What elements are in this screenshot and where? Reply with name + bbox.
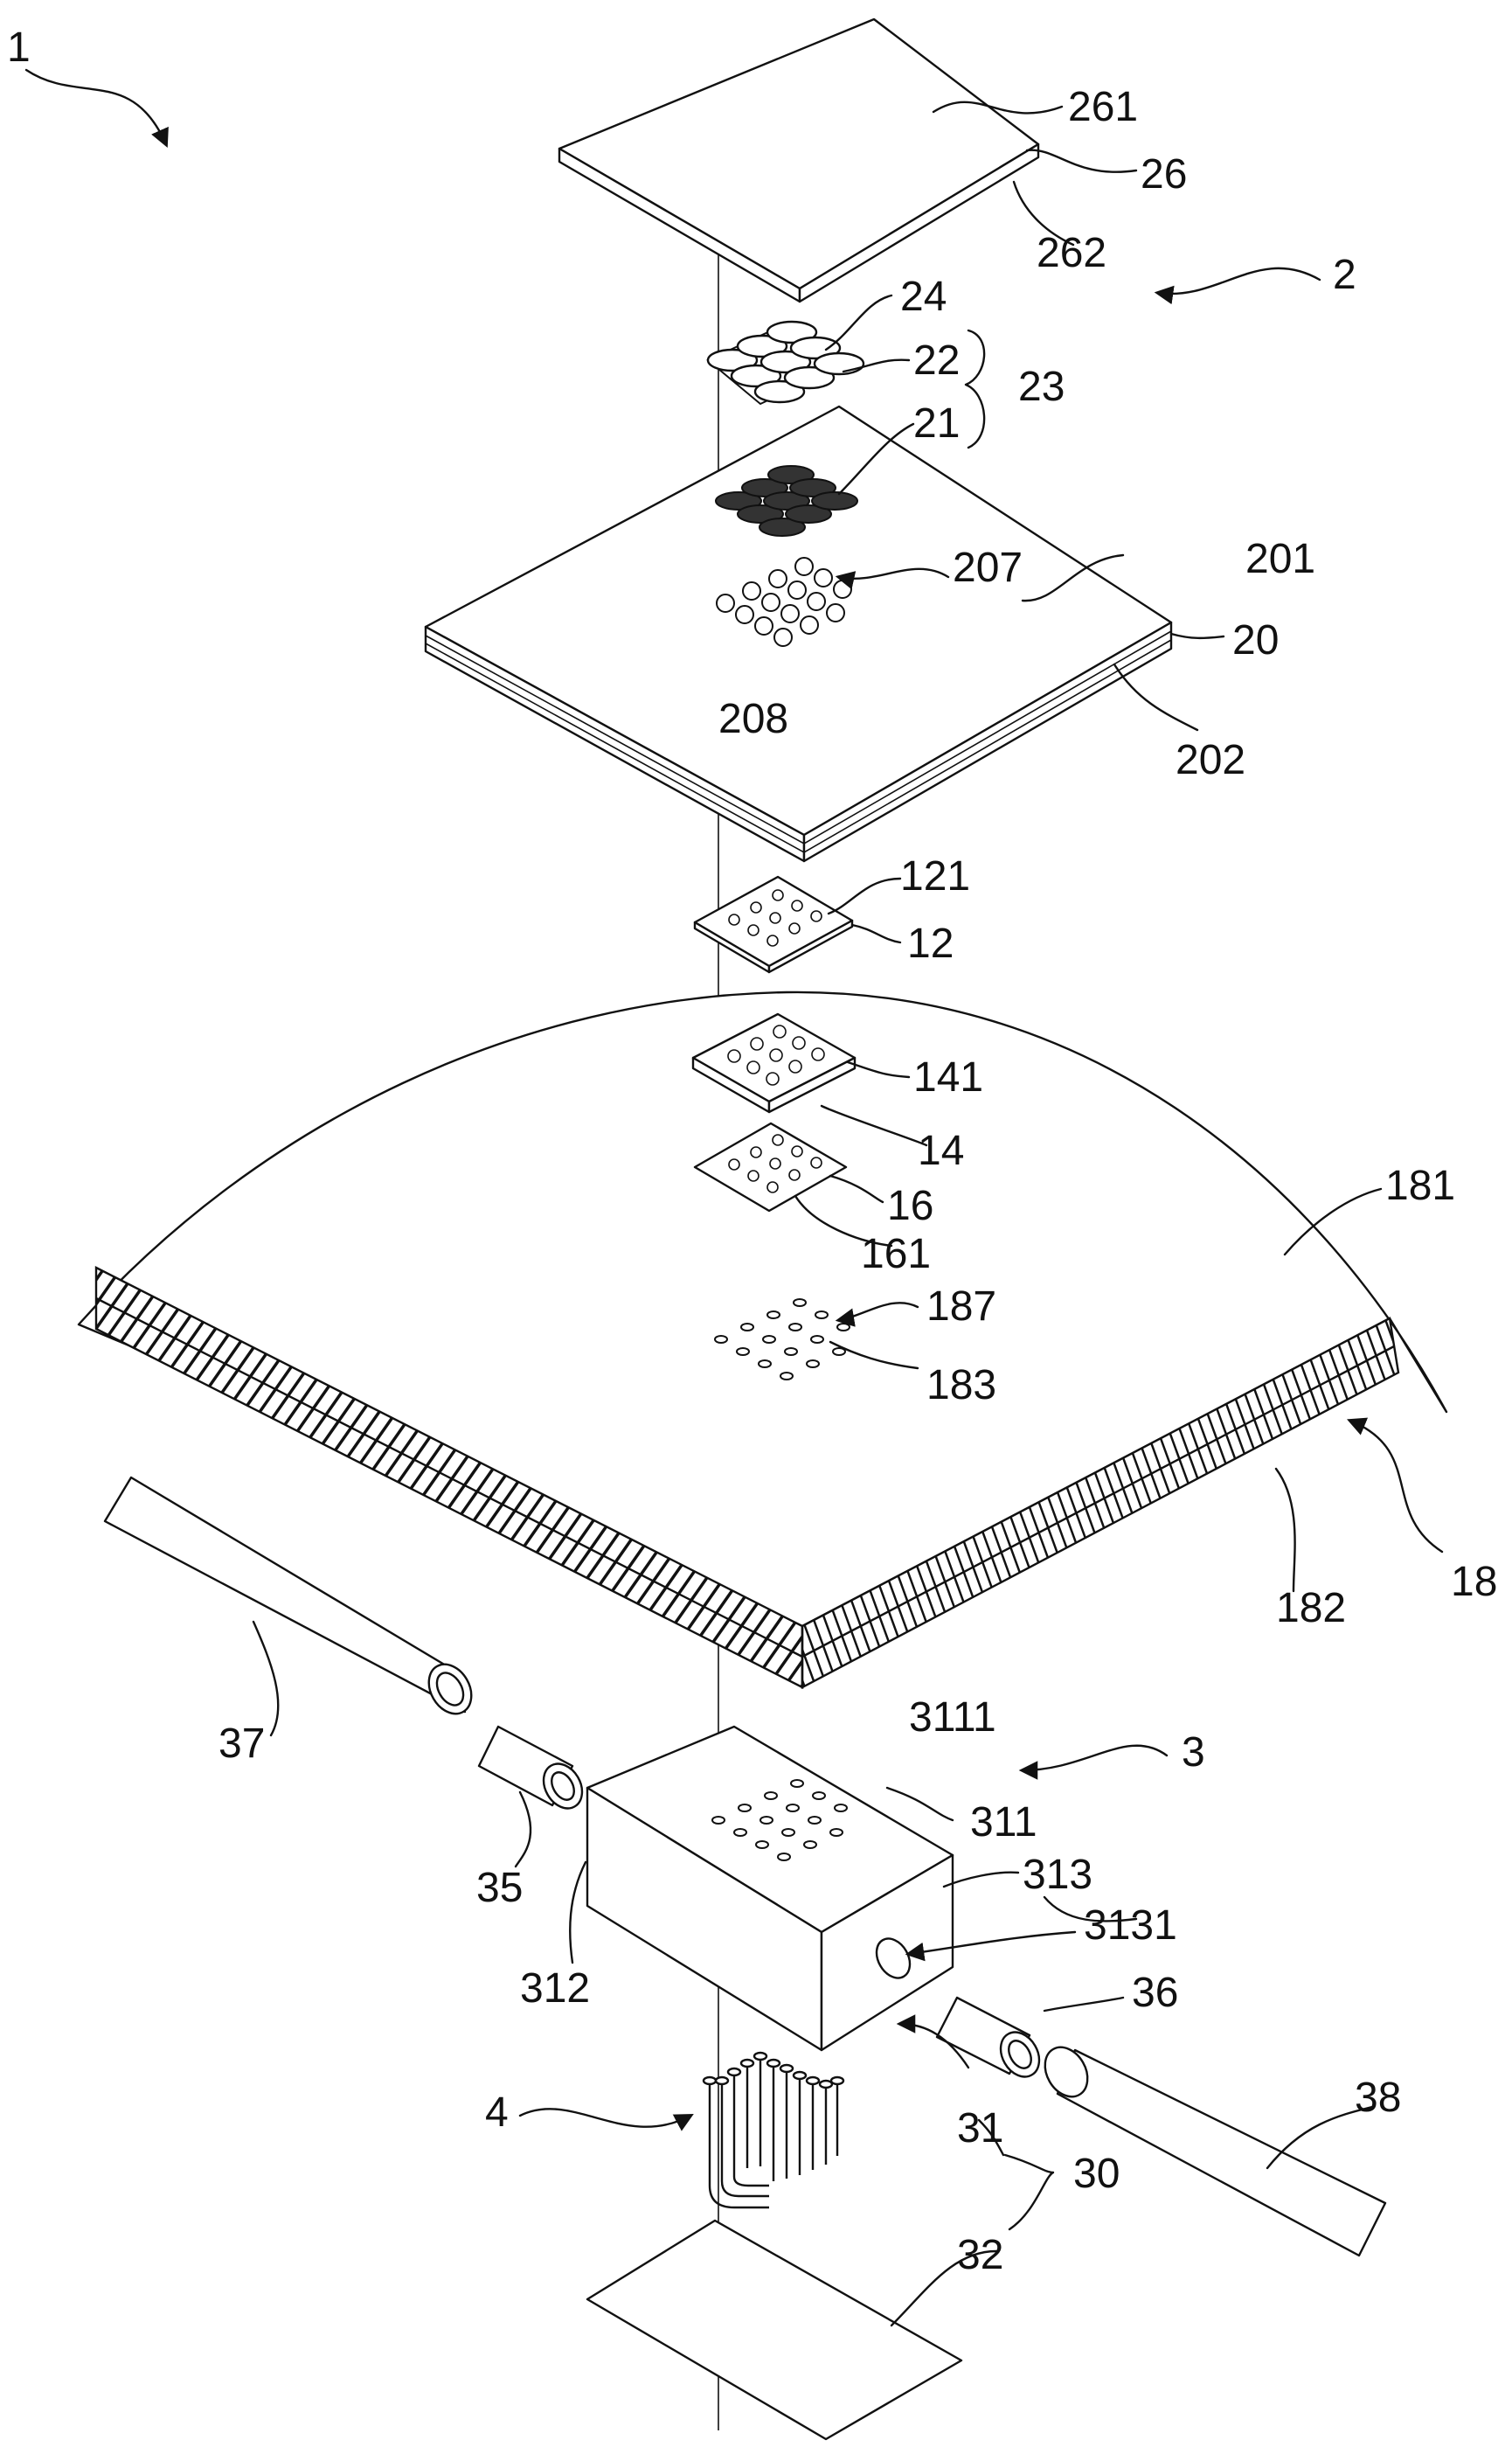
label-187: 187 — [926, 1283, 996, 1330]
label-3131: 3131 — [1084, 1902, 1177, 1949]
label-3111: 3111 — [909, 1694, 996, 1741]
label-262: 262 — [1037, 230, 1106, 276]
label-12: 12 — [907, 921, 954, 967]
label-31: 31 — [957, 2105, 1003, 2152]
hole-array-3111 — [711, 1779, 848, 1861]
label-16: 16 — [887, 1183, 933, 1229]
label-32: 32 — [957, 2232, 1003, 2278]
base-plate-32 — [586, 2219, 963, 2441]
coupling-35 — [477, 1725, 584, 1810]
bump-structure-24-22 — [706, 320, 865, 406]
leader-lines — [252, 101, 1383, 2327]
label-23: 23 — [1018, 364, 1065, 410]
reference-arrows — [24, 68, 1444, 2131]
label-312: 312 — [520, 1965, 590, 2012]
board-18 — [77, 991, 1448, 1689]
plate-16 — [693, 1122, 848, 1213]
label-22: 22 — [913, 337, 960, 384]
label-182: 182 — [1276, 1585, 1346, 1631]
label-161: 161 — [861, 1231, 931, 1277]
label-201: 201 — [1245, 536, 1315, 582]
label-2: 2 — [1333, 252, 1356, 298]
label-38: 38 — [1355, 2075, 1401, 2121]
coupling-36 — [935, 1996, 1041, 2078]
plate-12 — [693, 875, 854, 974]
tube-38 — [1044, 2046, 1387, 2257]
heat-pipes-4 — [702, 2051, 845, 2209]
label-261: 261 — [1068, 84, 1138, 130]
opening-pattern-207 — [716, 557, 852, 647]
label-1: 1 — [7, 24, 31, 71]
label-20: 20 — [1232, 617, 1279, 664]
housing-31 — [586, 1725, 954, 2052]
label-4: 4 — [485, 2089, 509, 2136]
label-14: 14 — [918, 1128, 964, 1174]
label-313: 313 — [1023, 1852, 1092, 1898]
label-35: 35 — [476, 1865, 523, 1911]
label-18: 18 — [1451, 1559, 1497, 1605]
label-202: 202 — [1176, 737, 1245, 783]
label-30: 30 — [1073, 2151, 1120, 2197]
label-141: 141 — [913, 1054, 983, 1101]
conductive-pattern-21 — [715, 465, 858, 537]
label-26: 26 — [1141, 151, 1187, 198]
label-121: 121 — [900, 853, 970, 900]
label-311: 311 — [970, 1799, 1037, 1846]
tube-37 — [103, 1476, 473, 1715]
label-207: 207 — [953, 545, 1023, 591]
plate-14 — [691, 1012, 857, 1114]
hole-array-183 — [714, 1298, 850, 1380]
cover-plate-26 — [558, 17, 1040, 303]
label-208: 208 — [718, 696, 788, 742]
label-37: 37 — [218, 1721, 265, 1767]
label-181: 181 — [1385, 1163, 1455, 1209]
label-21: 21 — [913, 400, 960, 447]
label-183: 183 — [926, 1362, 996, 1408]
label-3: 3 — [1182, 1729, 1205, 1776]
substrate-20 — [424, 405, 1173, 863]
label-24: 24 — [900, 274, 947, 320]
label-36: 36 — [1132, 1970, 1178, 2016]
